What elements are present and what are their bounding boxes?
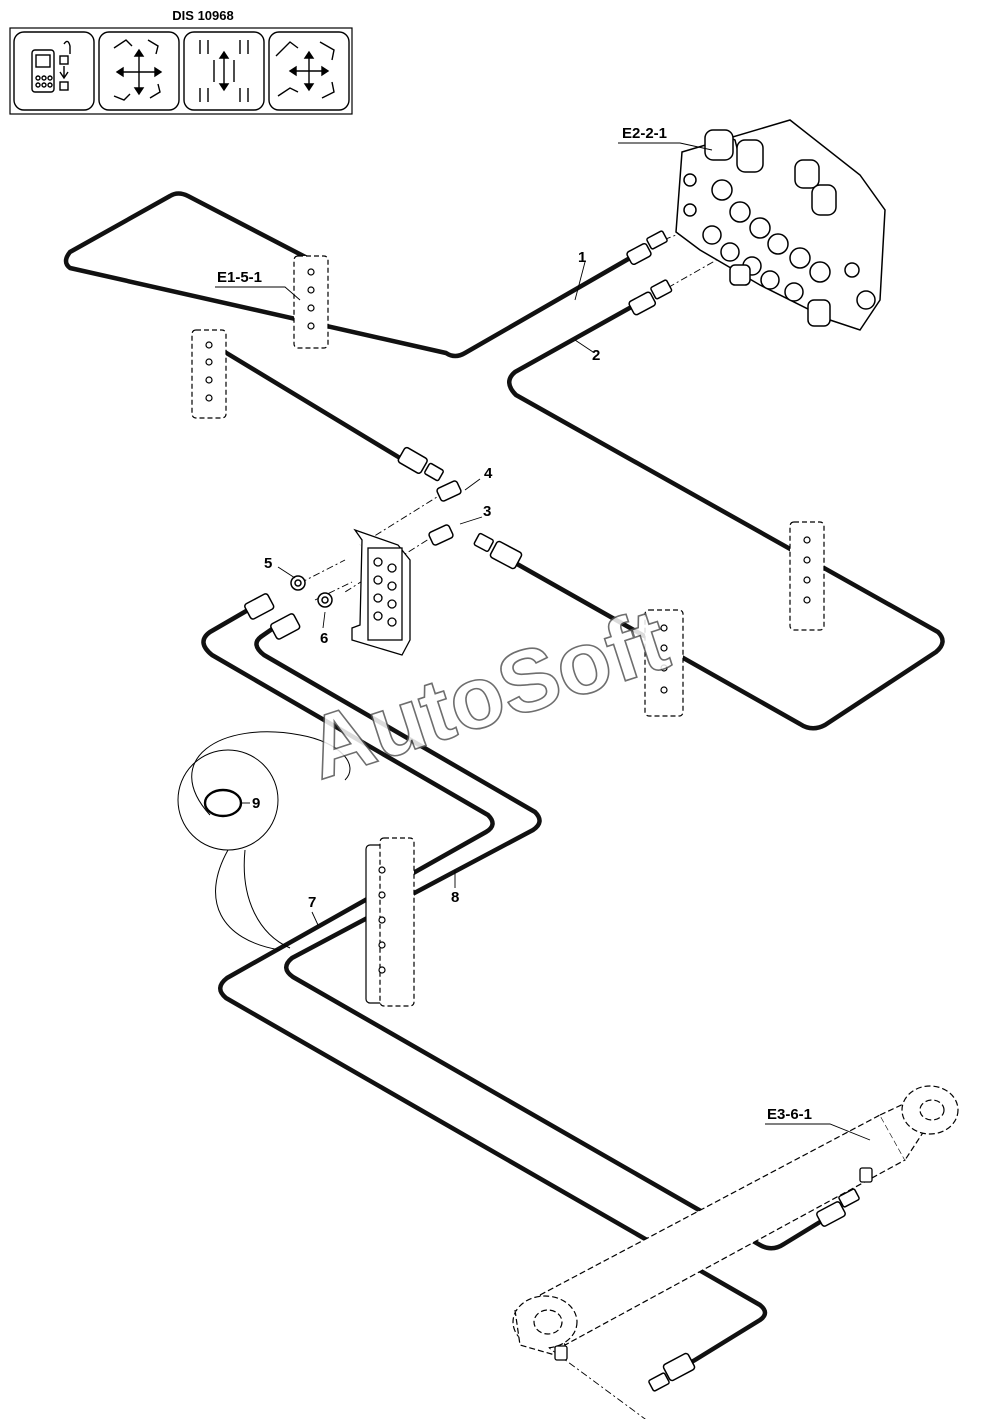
clamp-lower bbox=[365, 837, 415, 1007]
pipe-1 bbox=[63, 191, 633, 359]
pipe-clamp-to-fitting bbox=[202, 337, 403, 461]
label-clamp-top: E1-5-1 bbox=[217, 269, 262, 286]
label-part-2: 2 bbox=[592, 347, 600, 364]
remote-control-icon bbox=[13, 31, 95, 111]
document-code: DIS 10968 bbox=[172, 8, 234, 23]
clamp-left bbox=[191, 329, 227, 419]
ring-seal bbox=[203, 788, 243, 818]
fittings bbox=[244, 230, 860, 1392]
leaders bbox=[215, 142, 871, 1141]
pipe-7 bbox=[201, 607, 768, 1371]
cylinder bbox=[512, 1085, 959, 1356]
label-part-3: 3 bbox=[483, 503, 491, 520]
label-part-6: 6 bbox=[320, 630, 328, 647]
label-part-5: 5 bbox=[264, 555, 272, 572]
boom-movements-icon bbox=[268, 31, 350, 111]
valve-arrows-icon bbox=[183, 31, 265, 111]
label-part-7: 7 bbox=[308, 894, 316, 911]
valve-block bbox=[675, 119, 886, 331]
assembly-lines bbox=[299, 223, 906, 1419]
label-part-9: 9 bbox=[252, 795, 260, 812]
label-valve-block: E2-2-1 bbox=[622, 125, 667, 142]
label-part-4: 4 bbox=[484, 465, 493, 482]
clamp-middle bbox=[644, 609, 684, 717]
mounting-plate bbox=[351, 528, 411, 656]
pipe-2 bbox=[507, 302, 945, 731]
detail-callout bbox=[177, 731, 351, 951]
icon-strip bbox=[9, 27, 353, 115]
watermark: AutoSoft bbox=[295, 589, 679, 798]
label-part-1: 1 bbox=[578, 249, 586, 266]
label-part-8: 8 bbox=[451, 889, 459, 906]
clamps bbox=[191, 255, 825, 1007]
cylinder-ports bbox=[554, 1167, 873, 1361]
excavator-arm-controls-icon bbox=[98, 31, 180, 111]
clamp-top bbox=[293, 255, 329, 349]
label-cylinder: E3-6-1 bbox=[767, 1106, 812, 1123]
labels: E2-2-1 E1-5-1 E3-6-1 1 2 3 4 5 6 7 8 9 bbox=[217, 125, 812, 1123]
clamp-right bbox=[789, 521, 825, 631]
